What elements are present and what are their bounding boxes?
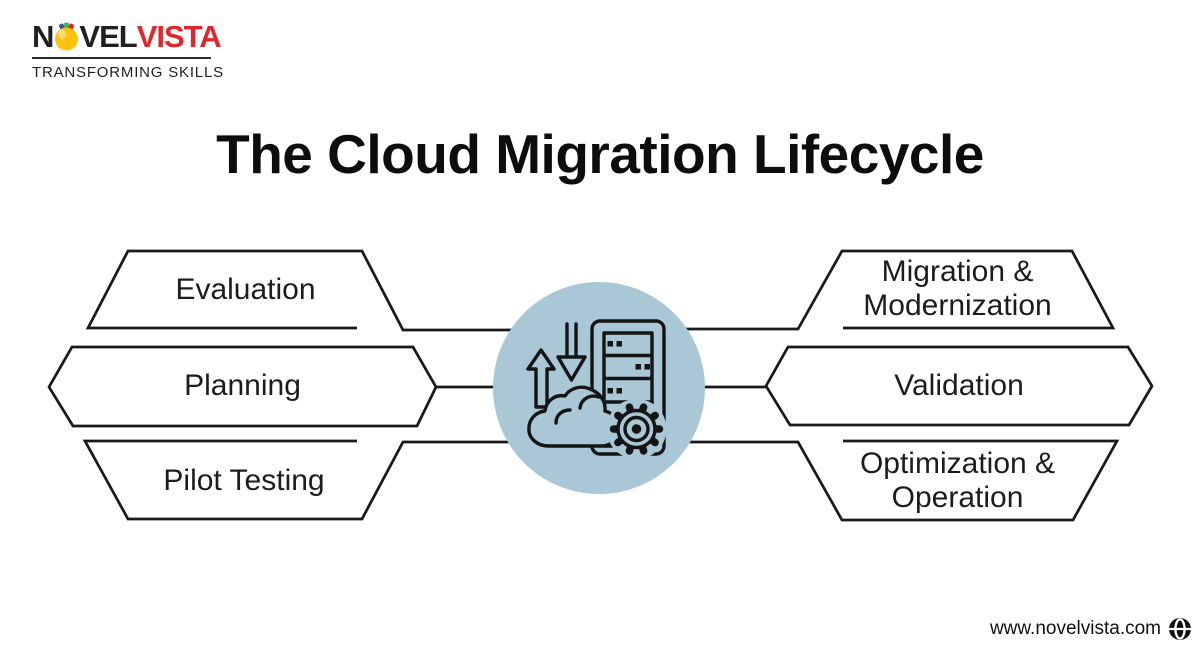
page-title: The Cloud Migration Lifecycle [216,123,984,185]
up-arrow-icon [526,348,556,409]
shape-planning [47,345,438,428]
website-url: www.novelvista.com [989,618,1161,639]
stage-label-line: Evaluation [175,273,316,306]
logo-text-accent: VISTA [136,19,222,54]
stage-label-line: Operation [891,480,1024,514]
shape-optimization-operation [600,439,1120,522]
stage-label-optimization-operation: Optimization & Operation [798,442,1117,519]
stage-label-pilot-testing: Pilot Testing [85,442,403,519]
shape-evaluation [85,249,600,332]
logo-tagline: TRANSFORMING SKILLS [32,64,224,82]
stage-label-line: Validation [894,368,1024,402]
cloud-server-migration-icon [526,319,667,459]
logo-text-mid: VEL [79,19,137,54]
logo-text-start: N [32,19,54,54]
footer: www.novelvista.com [990,617,1192,641]
shape-migration-modernization [600,249,1116,331]
down-arrow-icon [556,355,587,382]
stage-label-planning: Planning [49,347,436,425]
stage-label-line: Optimization & [859,446,1056,480]
stage-label-line: Pilot Testing [163,463,325,497]
logo-divider [32,57,211,60]
stage-label-migration-modernization: Migration & Modernization [798,251,1117,327]
shape-pilot-testing [82,439,600,521]
gear-icon [606,399,667,459]
stage-label-line: Modernization [863,289,1052,322]
shape-validation [764,345,1154,427]
globe-icon [1168,618,1192,640]
stage-label-line: Migration & [881,255,1034,288]
stage-label-evaluation: Evaluation [88,253,403,327]
stage-label-line: Planning [184,369,301,402]
center-circle [493,282,705,494]
lightbulb-icon [55,22,79,51]
stage-label-validation: Validation [766,347,1152,424]
